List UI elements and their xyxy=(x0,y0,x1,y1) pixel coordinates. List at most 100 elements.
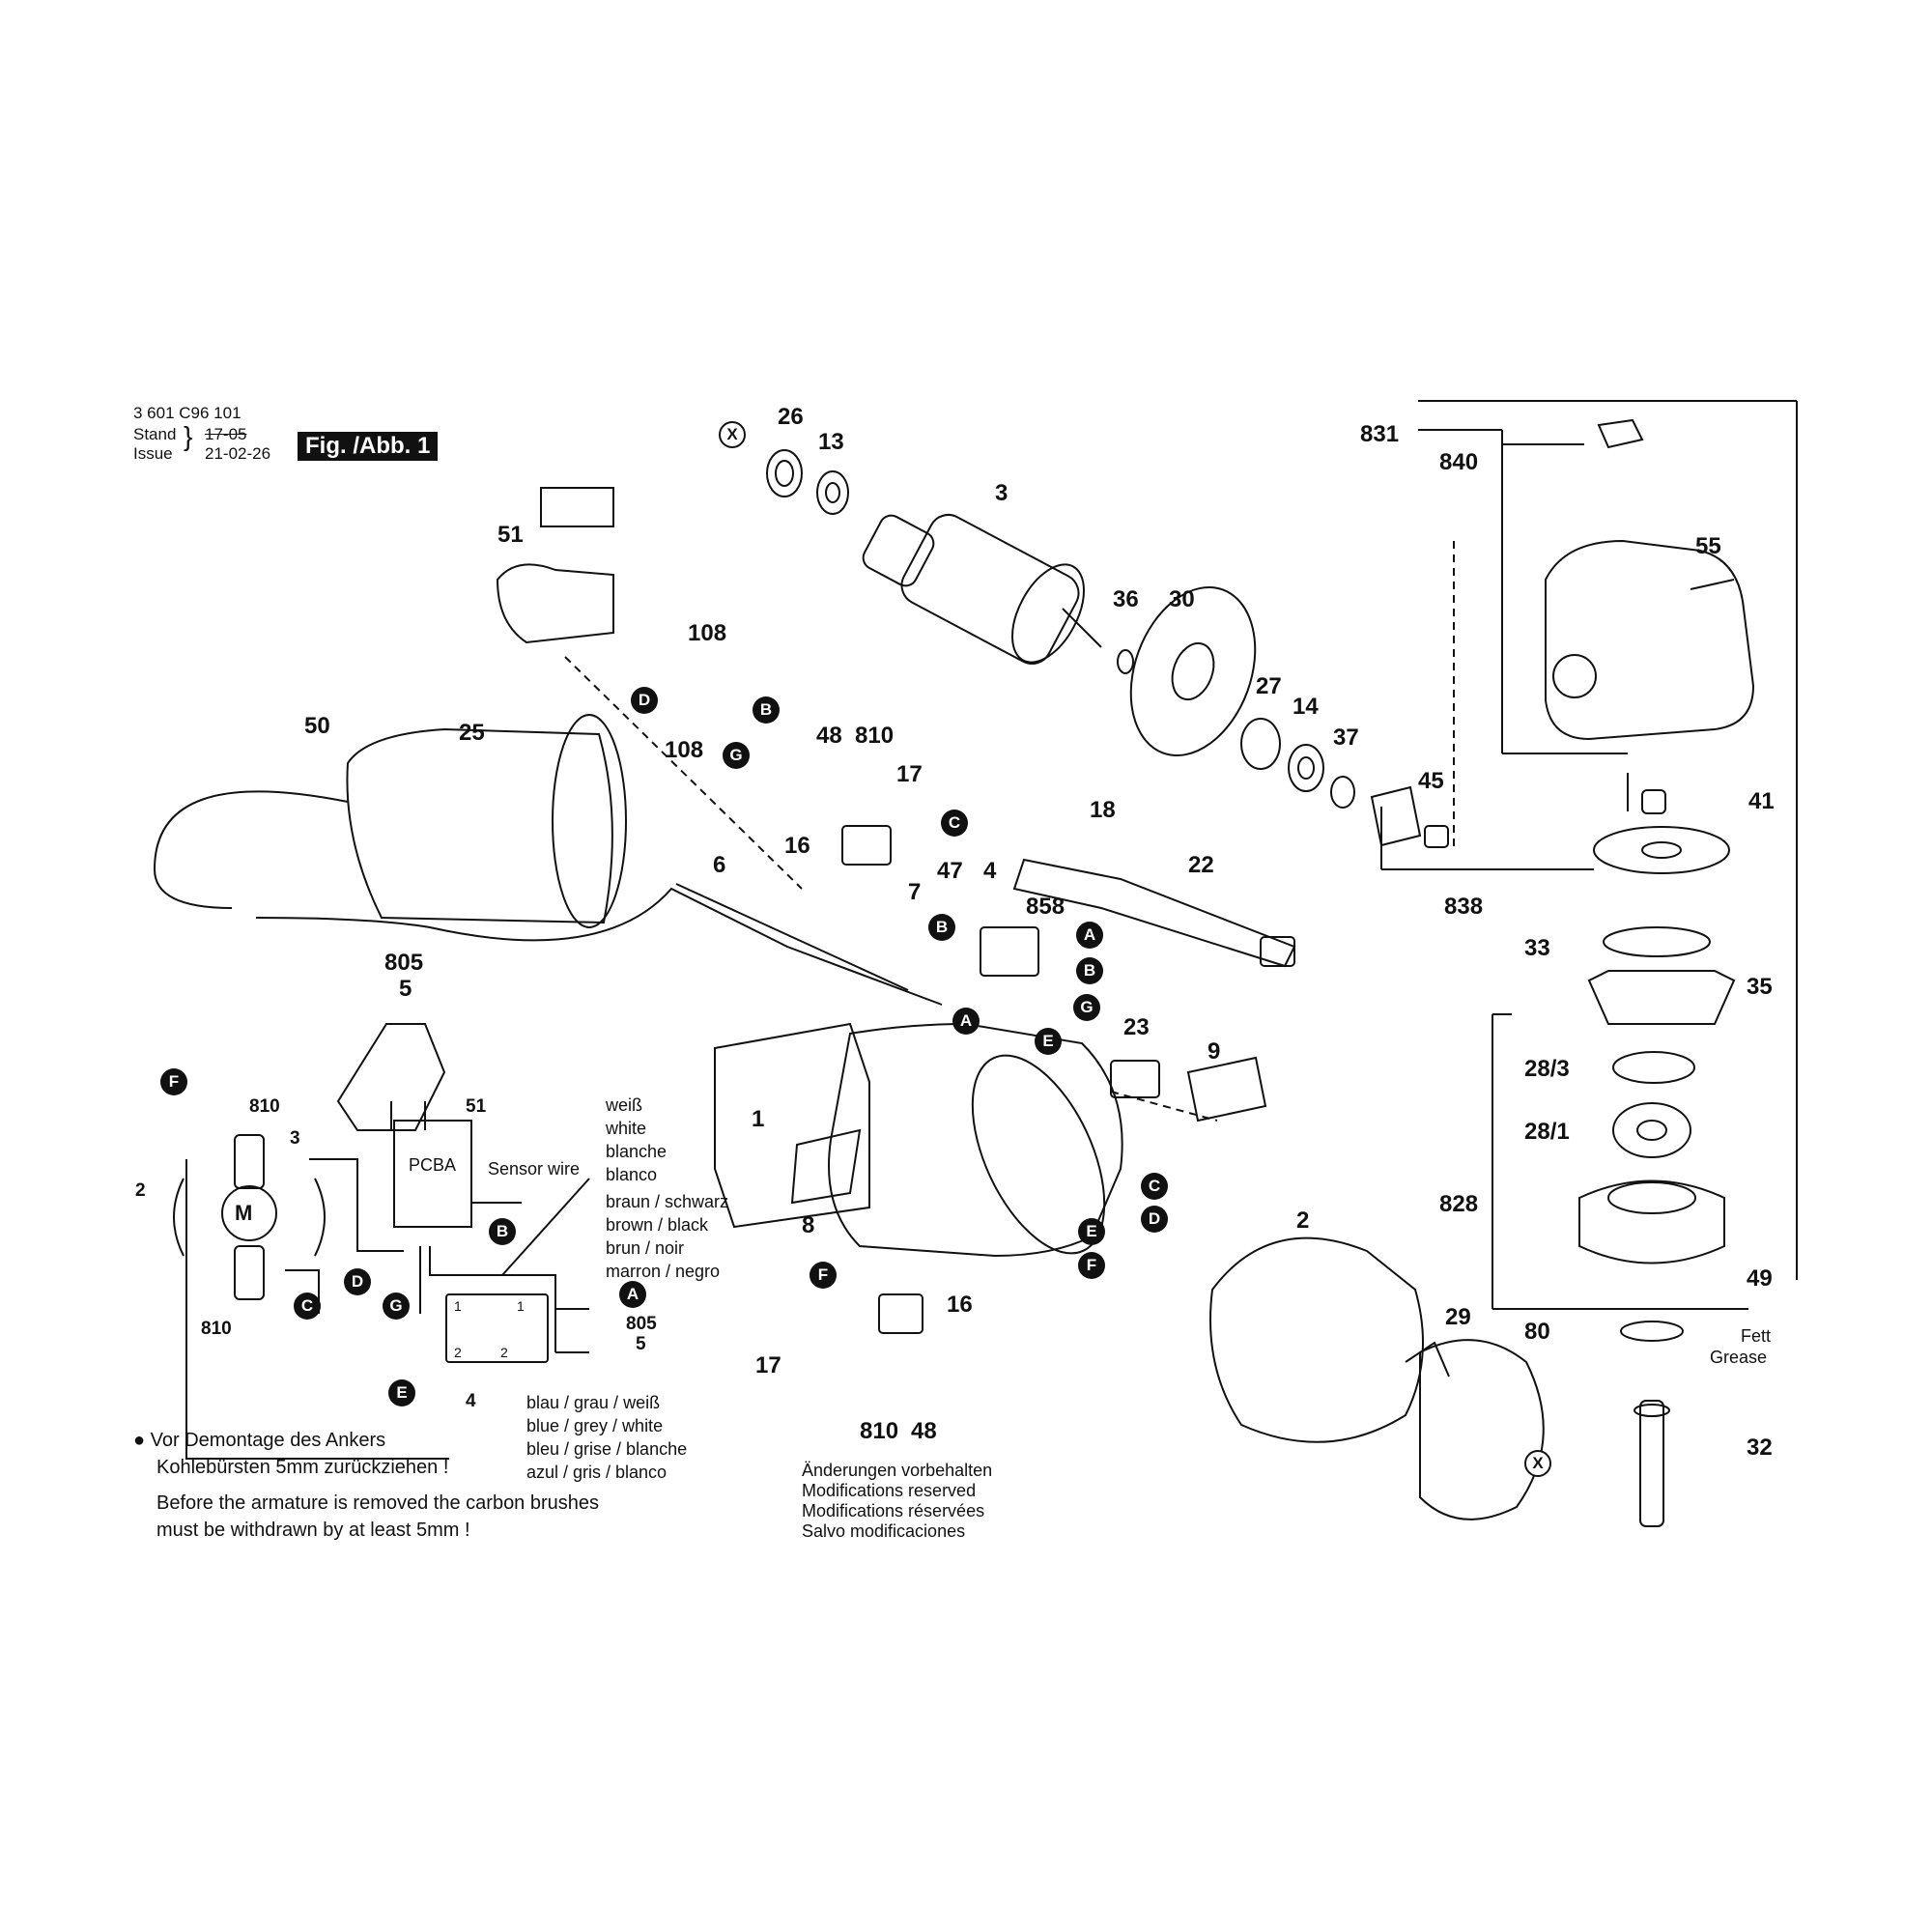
part-number-47: 47 xyxy=(937,858,963,884)
part-number-9: 9 xyxy=(1208,1038,1221,1065)
switch-terminal-2a: 2 xyxy=(454,1345,462,1360)
part-number-48-lower: 48 xyxy=(911,1418,937,1444)
part-number-108: 108 xyxy=(688,620,727,646)
part-number-828: 828 xyxy=(1439,1191,1479,1217)
part-number-840: 840 xyxy=(1439,449,1479,475)
part-number-30: 30 xyxy=(1169,586,1195,612)
washer-80 xyxy=(1620,1321,1684,1342)
part-number-7: 7 xyxy=(908,879,922,905)
guard-29 xyxy=(1405,1339,1545,1520)
part-number-6: 6 xyxy=(713,852,726,878)
connector-x-marker: X xyxy=(1524,1450,1551,1477)
part-number-2: 2 xyxy=(1296,1208,1310,1234)
wiring-schematic xyxy=(173,1120,590,1460)
connector-x-marker: X xyxy=(719,421,746,448)
part-number-810: 810 xyxy=(855,723,895,749)
schematic-805: 805 xyxy=(626,1314,657,1334)
part-number-13: 13 xyxy=(818,429,844,455)
label-plate-9 xyxy=(1186,1056,1267,1122)
part-number-22: 22 xyxy=(1188,852,1214,878)
connector-b-marker: B xyxy=(928,914,955,941)
connector-f-marker: F xyxy=(160,1068,187,1095)
switch-terminal-1a: 1 xyxy=(454,1298,462,1314)
gasket-33 xyxy=(1603,926,1711,957)
part-number-8: 8 xyxy=(802,1212,815,1238)
brace: } xyxy=(184,421,193,451)
part-number-831: 831 xyxy=(1360,421,1400,447)
grease-label-de: Fett xyxy=(1741,1326,1772,1346)
part-number-18: 18 xyxy=(1090,797,1116,823)
part-number-37: 37 xyxy=(1333,724,1359,751)
part-number-3: 3 xyxy=(995,480,1009,506)
part-number-805: 805 xyxy=(384,950,424,976)
part-number-17: 17 xyxy=(896,761,923,787)
brush-holder-16 xyxy=(841,825,892,866)
stand-label: Stand xyxy=(133,425,177,443)
part-number-33: 33 xyxy=(1524,935,1550,961)
document-number: 3 601 C96 101 xyxy=(133,404,242,422)
ball-bearing-28-1 xyxy=(1612,1102,1691,1158)
connector-d-marker: D xyxy=(1141,1206,1168,1233)
washer-37 xyxy=(1330,776,1355,809)
switch-terminal-2b: 2 xyxy=(500,1345,508,1360)
demount-note-de: ● Vor Demontage des Ankers Kohlebürsten … xyxy=(133,1430,449,1478)
ring-27 xyxy=(1240,718,1281,770)
pinion-45 xyxy=(1370,785,1449,848)
part-number-17-lower: 17 xyxy=(755,1352,781,1378)
part-number-32: 32 xyxy=(1747,1435,1773,1461)
connector-e-marker: E xyxy=(1078,1218,1105,1245)
connector-g-marker: G xyxy=(1073,994,1100,1021)
figure-label: Fig. /Abb. 1 xyxy=(298,432,439,461)
pcba-label: PCBA xyxy=(409,1155,457,1175)
schematic-4: 4 xyxy=(466,1391,476,1411)
part-number-23: 23 xyxy=(1123,1014,1150,1040)
part-number-26: 26 xyxy=(778,404,804,430)
part-number-5: 5 xyxy=(399,976,412,1002)
gear-housing-831 xyxy=(1545,418,1755,811)
bullet-icon: ● xyxy=(133,1430,146,1451)
connector-c-marker: C xyxy=(1141,1173,1168,1200)
part-number-80: 80 xyxy=(1524,1319,1550,1345)
part-number-4: 4 xyxy=(983,858,997,884)
connector-b-marker: B xyxy=(1076,957,1103,984)
demount-note-en: Before the armature is removed the carbo… xyxy=(156,1492,600,1541)
connector-f-marker: F xyxy=(1078,1252,1105,1279)
retaining-ring-28-3 xyxy=(1612,1051,1695,1084)
part-number-41: 41 xyxy=(1748,788,1775,814)
bevel-gear-838 xyxy=(1593,826,1730,874)
connector-a-marker: A xyxy=(619,1281,646,1308)
label-plate-8 xyxy=(790,1128,862,1205)
plug-5 xyxy=(336,1023,446,1131)
switch-4 xyxy=(980,926,1039,977)
connector-e-marker: E xyxy=(1035,1028,1062,1055)
connector-b-marker: B xyxy=(489,1218,516,1245)
needle-bearing-41 xyxy=(1641,789,1666,814)
part-number-108-lower: 108 xyxy=(665,737,704,763)
part-number-55: 55 xyxy=(1695,533,1721,559)
part-number-28-3: 28/3 xyxy=(1524,1056,1570,1082)
schematic-810-bottom: 810 xyxy=(201,1319,232,1339)
stator-field-2 xyxy=(1209,1236,1424,1443)
part-number-29: 29 xyxy=(1445,1304,1471,1330)
grease-label-en: Grease xyxy=(1710,1348,1768,1367)
part-number-51: 51 xyxy=(497,522,524,548)
bearing-13 xyxy=(816,470,849,515)
connector-b-marker: B xyxy=(753,696,780,724)
issue-label: Issue xyxy=(133,444,173,463)
part-number-810-lower: 810 xyxy=(860,1418,899,1444)
cover-23 xyxy=(1110,1060,1160,1098)
part-number-16: 16 xyxy=(784,833,810,859)
part-number-16-lower: 16 xyxy=(947,1292,973,1318)
bearing-26 xyxy=(766,449,803,497)
plate-35 xyxy=(1587,970,1736,1025)
sensor-wire-label: Sensor wire xyxy=(488,1159,581,1179)
connector-g-marker: G xyxy=(383,1293,410,1320)
fan-disc-30 xyxy=(1129,585,1257,757)
schematic-3: 3 xyxy=(290,1128,300,1149)
part-number-25: 25 xyxy=(459,720,485,746)
brush-holder-16-lower xyxy=(878,1293,923,1334)
